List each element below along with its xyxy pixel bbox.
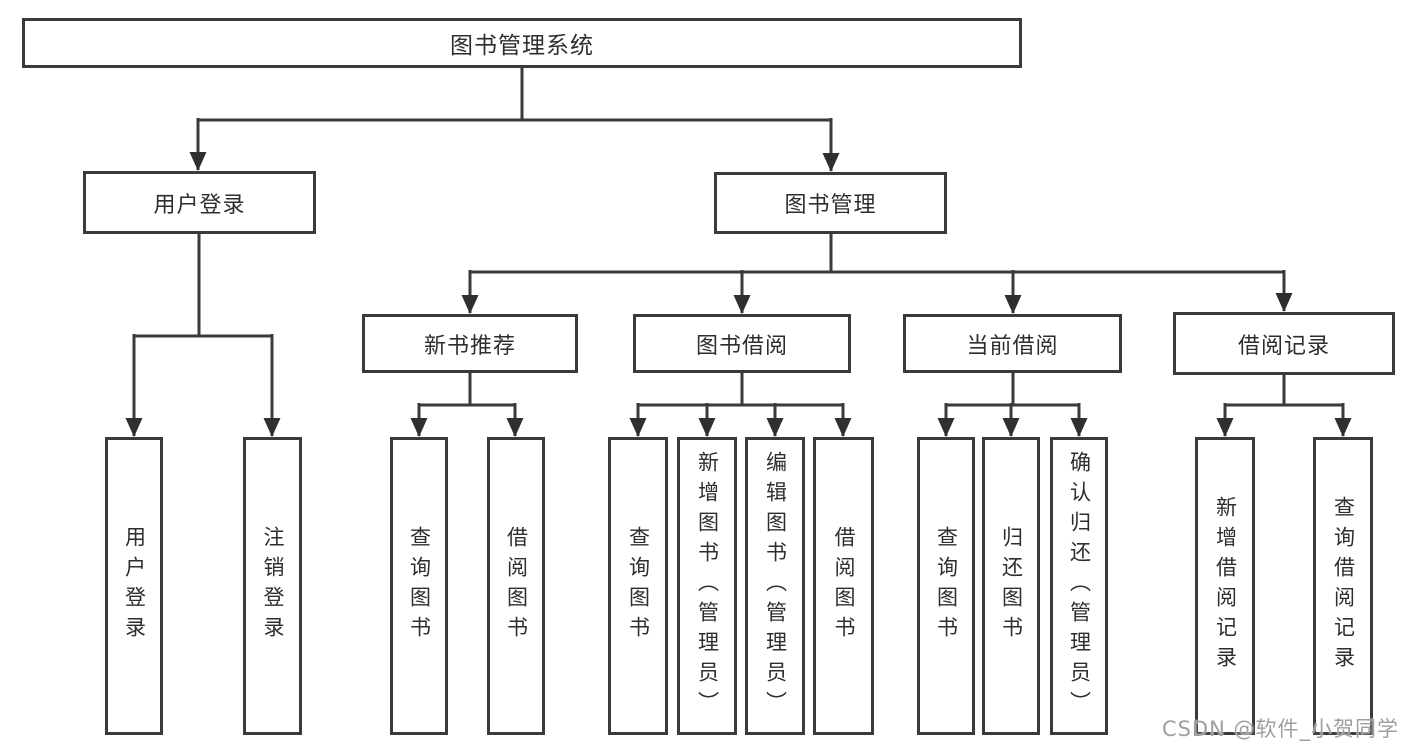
leaf-confirm-return-admin: 确认归还（管理员）	[1050, 437, 1108, 735]
leaf-query-borrow-record: 查询借阅记录	[1313, 437, 1373, 735]
leaf-add-borrow-record: 新增借阅记录	[1195, 437, 1255, 735]
node-borrowing-records: 借阅记录	[1173, 312, 1395, 375]
node-label: 图书借阅	[695, 333, 788, 359]
leaf-label: 查询图书	[626, 526, 651, 646]
leaf-label: 借阅图书	[832, 526, 856, 646]
node-label: 新书推荐	[423, 333, 516, 359]
leaf-label: 新增借阅记录	[1213, 496, 1238, 676]
leaf-borrow-books-recommend: 借阅图书	[487, 437, 545, 735]
leaf-label: 确认归还（管理员）	[1067, 451, 1092, 721]
node-label: 用户登录	[153, 192, 246, 218]
node-label: 当前借阅	[966, 333, 1059, 359]
node-book-management-branch: 图书管理	[714, 172, 947, 234]
leaf-label: 新增图书（管理员）	[695, 451, 720, 721]
node-book-borrowing: 图书借阅	[633, 314, 851, 373]
node-user-login-branch: 用户登录	[83, 171, 316, 234]
leaf-return-books: 归还图书	[982, 437, 1040, 735]
leaf-edit-books-admin: 编辑图书（管理员）	[745, 437, 805, 735]
node-current-borrowing: 当前借阅	[903, 314, 1122, 373]
leaf-label: 归还图书	[999, 526, 1024, 646]
leaf-label: 查询借阅记录	[1331, 496, 1356, 676]
leaf-label: 查询图书	[934, 526, 959, 646]
node-new-book-recommendation: 新书推荐	[362, 314, 578, 373]
leaf-query-books-recommend: 查询图书	[390, 437, 448, 735]
leaf-user-login: 用户登录	[105, 437, 163, 735]
leaf-borrow-books: 借阅图书	[813, 437, 874, 735]
node-library-management-system: 图书管理系统	[22, 18, 1022, 68]
leaf-logout: 注销登录	[243, 437, 302, 735]
csdn-watermark: CSDN @软件_小贺同学	[1161, 717, 1399, 741]
leaf-label: 编辑图书（管理员）	[763, 451, 788, 721]
leaf-label: 用户登录	[122, 526, 147, 646]
node-label: 借阅记录	[1237, 333, 1330, 359]
leaf-label: 查询图书	[407, 526, 432, 646]
leaf-query-books-borrowing: 查询图书	[608, 437, 668, 735]
leaf-add-books-admin: 新增图书（管理员）	[677, 437, 737, 735]
node-label: 图书管理系统	[450, 33, 594, 59]
leaf-label: 注销登录	[261, 526, 285, 646]
leaf-label: 借阅图书	[504, 526, 529, 646]
node-label: 图书管理	[784, 193, 877, 218]
leaf-query-books-current: 查询图书	[917, 437, 975, 735]
